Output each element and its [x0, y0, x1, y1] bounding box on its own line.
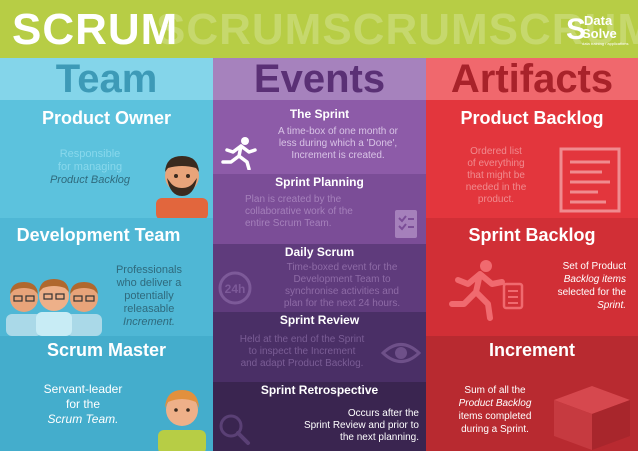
- scrum-master-desc: Servant-leader for the Scrum Team.: [43, 382, 123, 426]
- sprint-backlog-title: Sprint Backlog: [468, 225, 596, 245]
- product-backlog-section: Product Backlog Ordered list of everythi…: [426, 100, 638, 218]
- the-sprint-section: The Sprint A time-box of one month or le…: [213, 100, 426, 174]
- the-sprint-title: The Sprint: [289, 107, 350, 121]
- clock-24h-icon: 24h: [218, 271, 252, 305]
- sprint-review-section: Sprint Review Held at the end of the Spr…: [213, 312, 426, 382]
- sprint-backlog-section: Sprint Backlog Set of Product Backlog it…: [426, 218, 638, 336]
- logo-mark: S: [566, 13, 587, 46]
- events-heading: Events: [213, 58, 426, 100]
- daily-scrum-section: Daily Scrum Time-boxed event for the Dev…: [213, 244, 426, 312]
- artifacts-column: Artifacts Product Backlog Ordered list o…: [426, 58, 638, 451]
- daily-scrum-desc: Time-boxed event for the Development Tea…: [283, 262, 401, 309]
- development-team-section: Development Team Professionals who deliv…: [0, 218, 213, 336]
- the-sprint-desc: A time-box of one month or less during w…: [277, 126, 399, 161]
- product-owner-desc: Responsible for managing Product Backlog: [49, 148, 131, 186]
- logo-tagline: data training / applications: [582, 41, 629, 46]
- person-bearded-icon: [156, 156, 208, 218]
- runner-checklist-icon: [449, 260, 524, 321]
- sprint-review-desc: Held at the end of the Sprint to inspect…: [239, 334, 365, 369]
- scrum-master-title: Scrum Master: [46, 340, 167, 360]
- team-heading: Team: [0, 58, 213, 100]
- runner-icon: [221, 137, 257, 170]
- development-team-desc: Professionals who deliver a potentially …: [115, 264, 183, 328]
- product-backlog-desc: Ordered list of everything that might be…: [465, 146, 527, 205]
- sprint-retrospective-desc: Occurs after the Sprint Review and prior…: [303, 408, 419, 443]
- team-people-icon: [6, 279, 102, 336]
- increment-section: Increment Sum of all the Product Backlog…: [426, 336, 638, 451]
- magnifier-icon: [219, 414, 250, 445]
- increment-title: Increment: [488, 340, 576, 360]
- page-title: SCRUM: [12, 5, 179, 54]
- document-lines-icon: [559, 147, 621, 213]
- increment-desc: Sum of all the Product Backlog items com…: [458, 385, 532, 435]
- box-icon: [554, 386, 630, 450]
- product-owner-section: Product Owner Responsible for managing P…: [0, 100, 213, 218]
- sprint-planning-desc: Plan is created by the collaborative wor…: [245, 194, 353, 229]
- logo-data-text: Data: [584, 13, 613, 28]
- events-column: Events The Sprint A time-box of one mont…: [213, 58, 426, 451]
- sprint-review-title: Sprint Review: [279, 313, 360, 327]
- sprint-planning-title: Sprint Planning: [275, 175, 364, 189]
- checklist-icon: [395, 210, 417, 238]
- product-owner-title: Product Owner: [41, 108, 171, 128]
- development-team-title: Development Team: [16, 225, 181, 245]
- eye-icon: [381, 343, 421, 363]
- datasolve-logo: S Data Solve data training / application…: [566, 14, 636, 48]
- sprint-retrospective-section: Sprint Retrospective Occurs after the Sp…: [213, 382, 426, 451]
- artifacts-heading: Artifacts: [426, 58, 638, 100]
- sprint-retrospective-title: Sprint Retrospective: [260, 383, 379, 397]
- daily-scrum-title: Daily Scrum: [284, 245, 355, 259]
- product-backlog-title: Product Backlog: [460, 108, 604, 128]
- team-column: Team Product Owner Responsible for manag…: [0, 58, 213, 451]
- logo-solve-text: Solve: [582, 26, 617, 41]
- sprint-planning-section: Sprint Planning Plan is created by the c…: [213, 174, 426, 244]
- svg-text:24h: 24h: [225, 282, 246, 296]
- person-orange-hair-icon: [158, 390, 206, 451]
- scrum-master-section: Scrum Master Servant-leader for the Scru…: [0, 336, 213, 451]
- sprint-backlog-desc: Set of Product Backlog items selected fo…: [557, 261, 626, 311]
